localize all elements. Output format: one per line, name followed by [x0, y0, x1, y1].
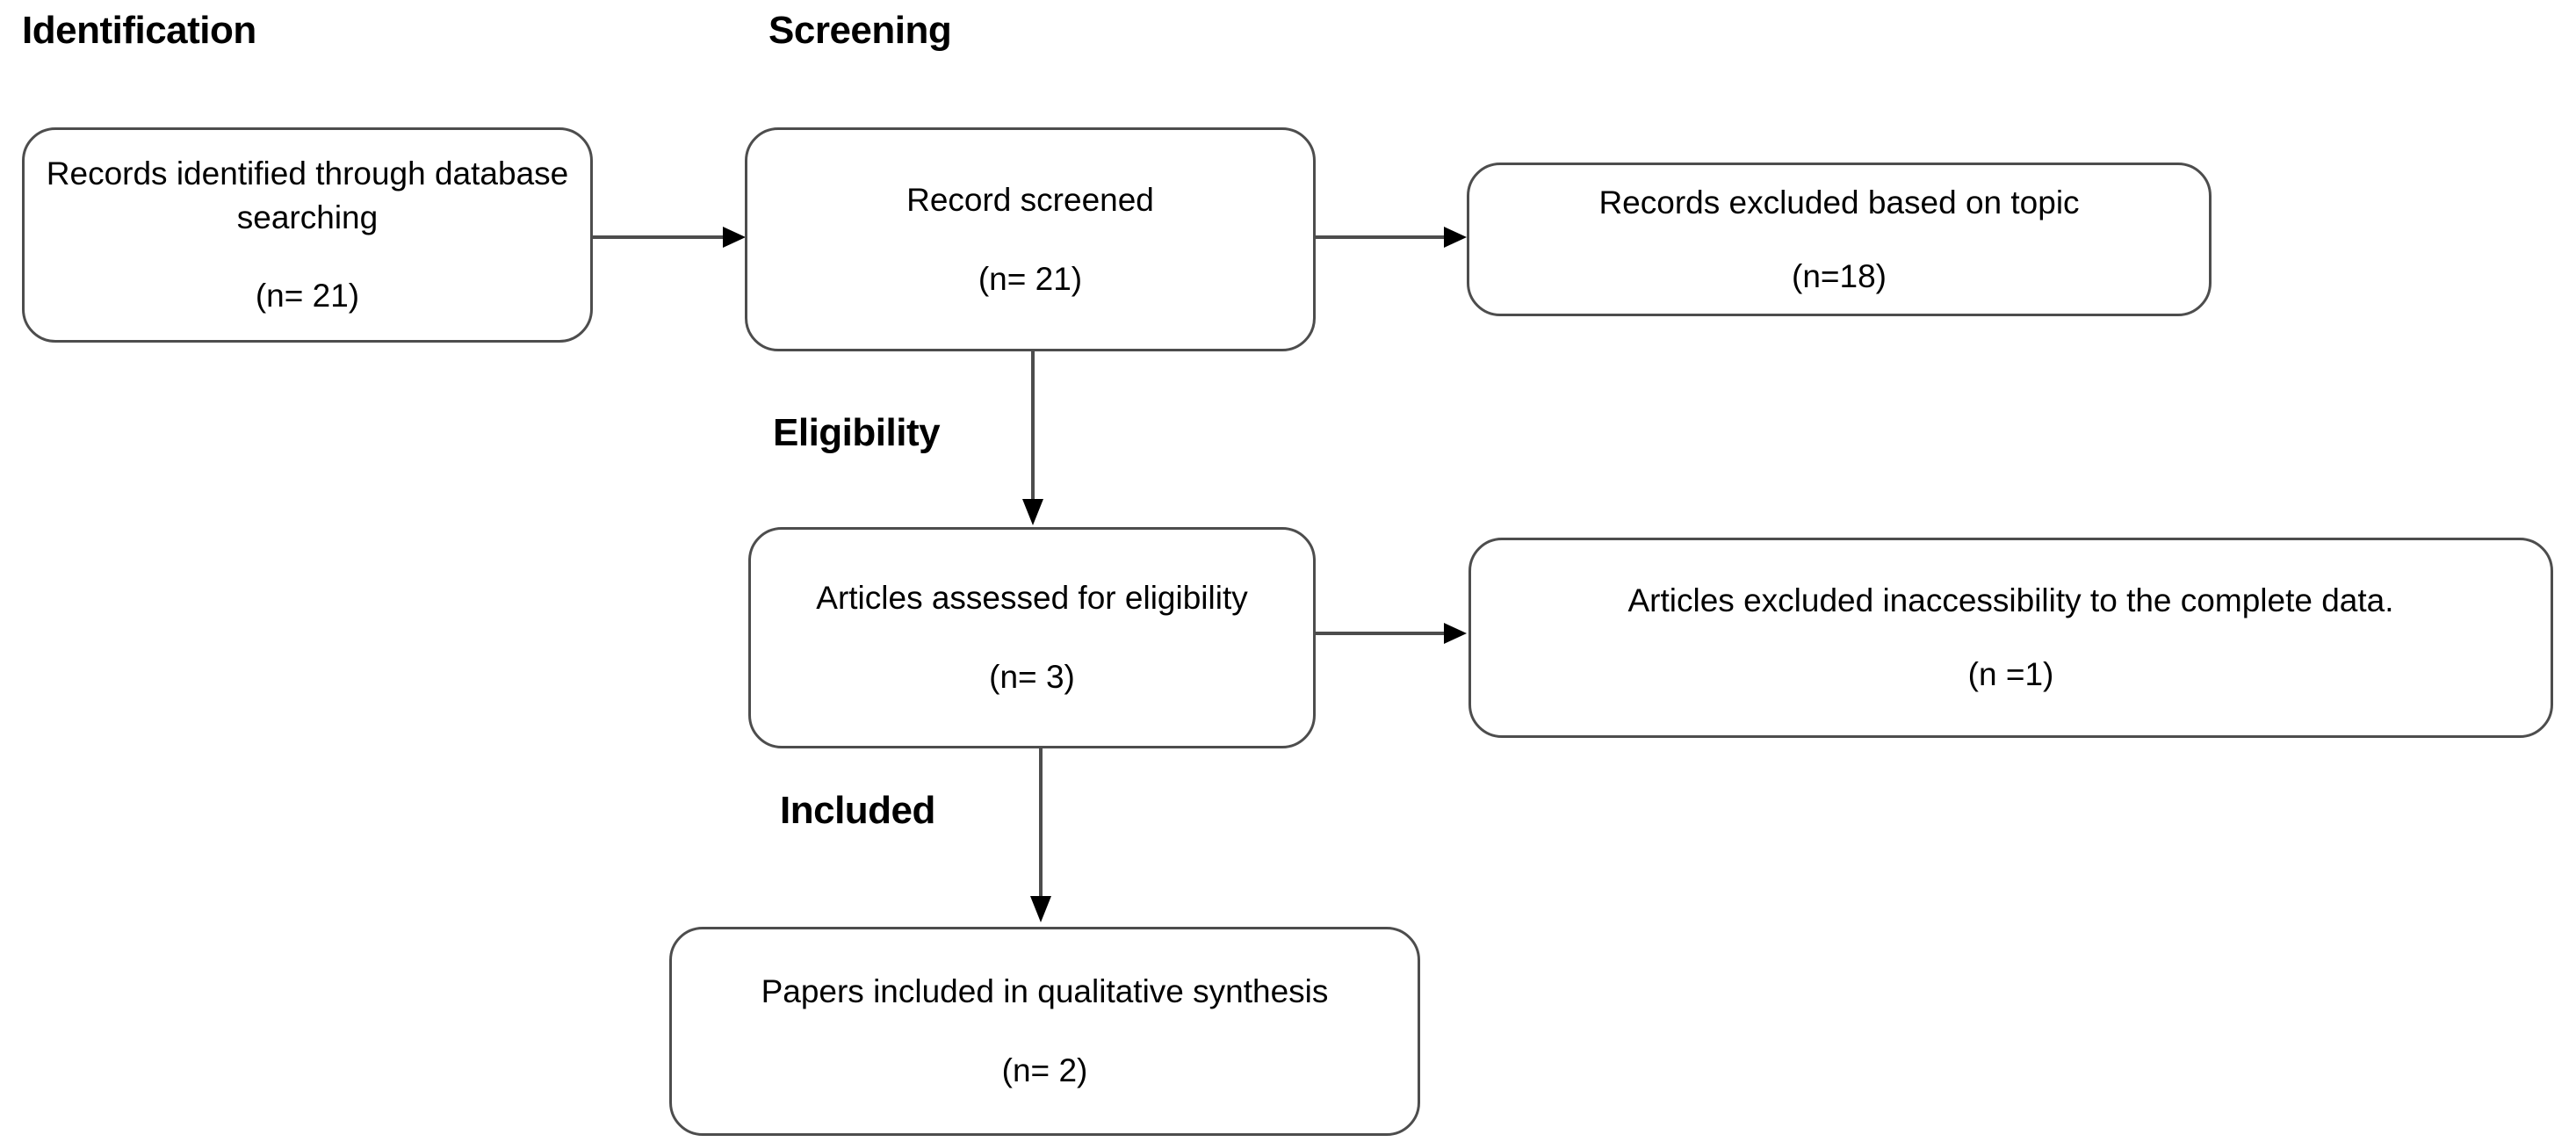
stage-label-eligibility: Eligibility [773, 411, 941, 454]
node-records-excluded-topic-count: (n=18) [1792, 257, 1887, 294]
stage-label-included: Included [780, 789, 935, 832]
connector-assessed-to-excluded-access [1316, 623, 1474, 644]
node-articles-excluded-access-count: (n =1) [1967, 656, 2054, 692]
node-articles-excluded-access: Articles excluded inaccessibility to the… [1468, 538, 2553, 738]
node-articles-excluded-access-title: Articles excluded inaccessibility to the… [1627, 582, 2394, 619]
node-records-screened: Record screened (n= 21) [745, 127, 1316, 351]
node-papers-included: Papers included in qualitative synthesis… [669, 927, 1420, 1136]
node-records-screened-count: (n= 21) [978, 260, 1083, 297]
node-records-identified-count: (n= 21) [255, 278, 360, 314]
node-articles-assessed-count: (n= 3) [989, 659, 1075, 695]
stage-label-screening: Screening [768, 9, 952, 52]
node-records-excluded-topic: Records excluded based on topic (n=18) [1467, 163, 2212, 316]
node-papers-included-count: (n= 2) [1001, 1052, 1088, 1088]
stage-label-identification: Identification [22, 9, 256, 52]
node-articles-assessed-title: Articles assessed for eligibility [816, 580, 1248, 617]
connector-screened-to-assessed [1022, 351, 1043, 527]
connector-identified-to-screened [591, 227, 749, 248]
node-records-identified-title: Records identified through database sear… [46, 155, 569, 235]
node-papers-included-title: Papers included in qualitative synthesis [761, 973, 1329, 1010]
connector-screened-to-excluded-topic [1316, 227, 1474, 248]
connector-assessed-to-included [1030, 748, 1051, 924]
node-articles-assessed: Articles assessed for eligibility (n= 3) [748, 527, 1316, 748]
node-records-screened-title: Record screened [906, 181, 1154, 218]
node-records-identified: Records identified through database sear… [22, 127, 593, 343]
node-records-excluded-topic-title: Records excluded based on topic [1598, 184, 2080, 220]
